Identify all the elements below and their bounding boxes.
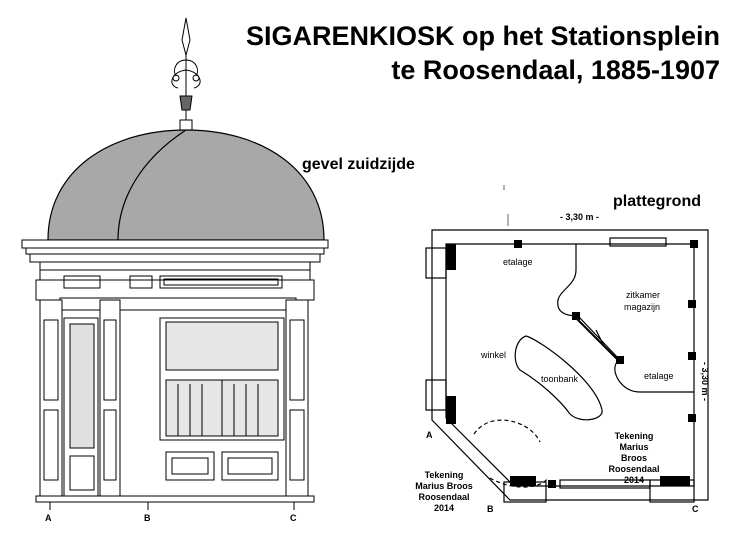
credit-right-line-3: Roosendaal	[608, 464, 660, 474]
credit-left-line-1: Tekening	[424, 470, 464, 480]
elevation-marker-b: B	[144, 513, 151, 523]
credit-right: Tekening Marius Broos Roosendaal 2014	[606, 431, 662, 486]
elevation-heading: gevel zuidzijde	[302, 156, 415, 173]
room-magazijn: magazijn	[624, 302, 661, 312]
credit-right-line-1: Tekening	[614, 431, 654, 441]
plan-marker-a: A	[426, 430, 433, 440]
plan-marker-c: C	[692, 504, 699, 514]
credit-right-line-2: Marius Broos	[619, 442, 649, 463]
room-winkel: winkel	[481, 350, 507, 360]
credit-left: Tekening Marius Broos Roosendaal 2014	[412, 470, 476, 514]
credit-right-line-4: 2014	[623, 475, 645, 485]
dome	[47, 129, 325, 241]
shop-window	[159, 317, 285, 481]
credit-left-line-2: Marius Broos	[415, 481, 473, 491]
credit-left-line-3: Roosendaal	[418, 492, 470, 502]
elevation-marker-c: C	[290, 513, 297, 523]
plan-marker-b: B	[487, 504, 494, 514]
plan-dimension-top: - 3,30 m -	[560, 212, 600, 222]
finial	[171, 17, 201, 131]
pillars	[39, 299, 309, 497]
plan-heading: plattegrond	[613, 193, 701, 210]
elevation-marker-a: A	[45, 513, 52, 523]
room-etalage-top: etalage	[503, 257, 533, 267]
credit-left-line-4: 2014	[433, 503, 455, 513]
title-line-2: te Roosendaal, 1885-1907	[391, 55, 720, 85]
room-etalage-right: etalage	[644, 371, 674, 381]
door	[63, 317, 99, 497]
room-toonbank: toonbank	[541, 374, 579, 384]
title-line-1: SIGARENKIOSK op het Stationsplein	[245, 21, 720, 51]
plan-dimension-right: - 3,30 m -	[700, 362, 710, 402]
room-zitkamer: zitkamer	[626, 290, 661, 300]
